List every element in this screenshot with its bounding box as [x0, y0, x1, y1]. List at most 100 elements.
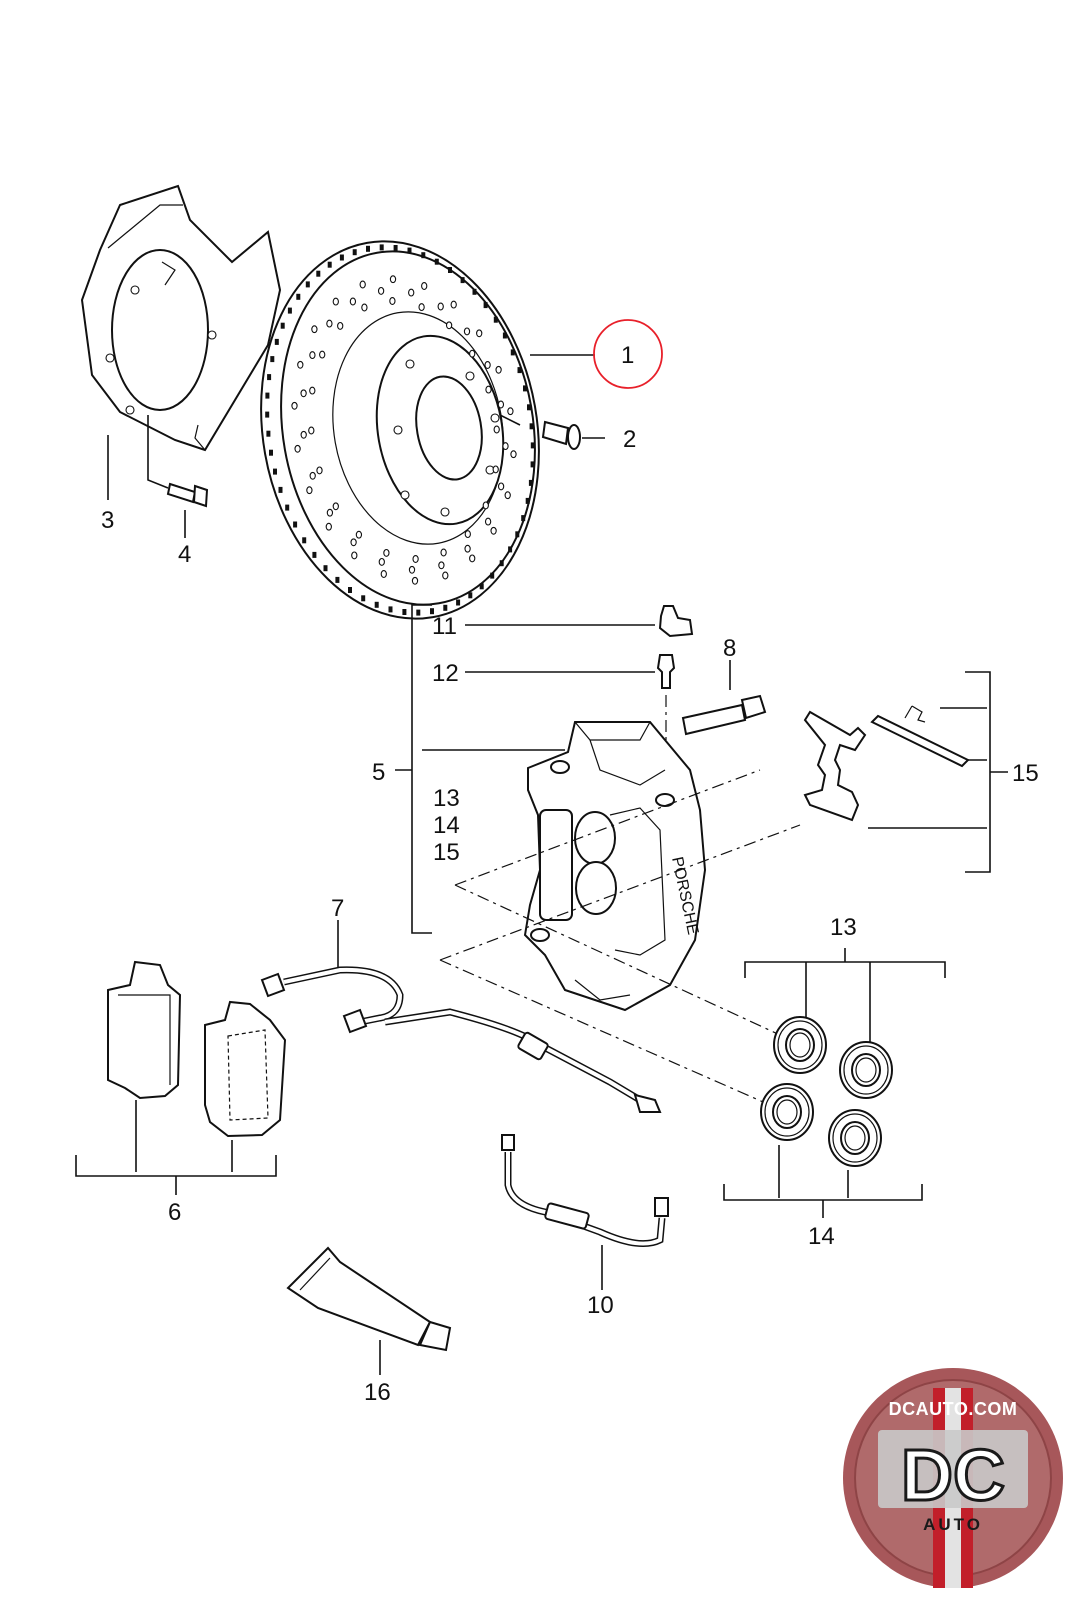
vent-slot: [468, 592, 473, 599]
drill-hole: [492, 465, 499, 474]
drill-hole: [476, 329, 483, 338]
drill-hole: [316, 466, 323, 475]
drill-hole: [484, 517, 492, 526]
piston-seal: [839, 1041, 893, 1099]
vent-slot: [339, 254, 344, 261]
part-11-bleeder-cap: [465, 605, 694, 638]
vent-slot: [508, 546, 513, 553]
piston-seal: [760, 1083, 814, 1141]
logo-dc-text: DC: [901, 1436, 1005, 1516]
callout-3: 3: [101, 507, 114, 534]
drill-hole: [332, 502, 339, 511]
vent-slot: [479, 583, 484, 590]
vent-slot: [287, 307, 292, 314]
vent-slot: [316, 270, 321, 277]
vent-slot: [430, 608, 434, 615]
vent-slot: [529, 423, 534, 430]
callout-8: 8: [723, 635, 736, 662]
drill-hole: [332, 297, 339, 306]
drill-hole: [421, 282, 428, 290]
drill-hole: [337, 321, 344, 330]
drill-hole: [355, 530, 363, 539]
drill-hole: [408, 565, 416, 574]
drill-hole: [504, 491, 511, 500]
part-12-bleeder-valve: [465, 654, 676, 750]
vent-slot: [265, 392, 270, 399]
vent-slot: [523, 385, 527, 392]
vent-slot: [305, 281, 310, 288]
part-10-brake-line: [501, 1134, 669, 1290]
vent-slot: [456, 599, 461, 606]
vent-slot: [361, 595, 366, 602]
drill-hole: [411, 576, 419, 585]
callout-1: 1: [621, 342, 634, 369]
drill-hole: [408, 288, 415, 297]
vent-slot: [527, 404, 531, 411]
callout-6: 6: [168, 1199, 181, 1226]
drill-hole: [325, 522, 332, 531]
drill-hole: [309, 351, 316, 360]
part-16-grease-tube: [286, 1246, 452, 1375]
vent-slot: [366, 245, 370, 252]
vent-slot: [460, 277, 465, 284]
drill-hole: [309, 386, 316, 395]
vent-slot: [448, 267, 452, 273]
drill-hole: [469, 554, 476, 563]
vent-slot: [327, 261, 332, 268]
vent-slot: [280, 322, 285, 329]
drill-hole: [361, 303, 368, 312]
part-7-wear-sensor: [260, 920, 662, 1113]
drill-hole: [351, 551, 358, 560]
part-2-screw: [499, 414, 605, 450]
drill-hole: [437, 302, 444, 311]
callout-15-caliper: 15: [433, 839, 460, 866]
callout-2: 2: [623, 426, 636, 453]
vent-slot: [285, 504, 290, 511]
callout-11: 11: [432, 613, 457, 640]
part-4-bolt: [107, 415, 209, 538]
vent-slot: [273, 468, 277, 475]
part-15-pad-hardware: [803, 671, 1008, 873]
drill-hole: [380, 570, 387, 578]
drill-hole: [326, 319, 333, 328]
vent-slot: [530, 442, 535, 449]
drill-hole: [306, 486, 313, 495]
drill-hole: [442, 571, 449, 580]
part-1-highlight-circle: [593, 319, 663, 389]
vent-slot: [293, 521, 298, 528]
drill-hole: [438, 561, 445, 570]
vent-slot: [528, 479, 533, 486]
vent-slot: [374, 601, 379, 608]
drill-hole: [485, 385, 492, 394]
part-1-brake-disc: [260, 240, 540, 620]
vent-slot: [407, 247, 412, 254]
vent-slot: [525, 497, 530, 504]
piston-seal: [773, 1016, 827, 1074]
drill-hole: [308, 426, 315, 435]
vent-slot: [335, 576, 340, 583]
drill-hole: [377, 286, 385, 295]
vent-slot: [502, 332, 507, 339]
vent-slot: [490, 572, 495, 579]
drill-hole: [300, 430, 307, 439]
vent-slot: [434, 258, 439, 265]
drill-hole: [383, 548, 390, 557]
vent-slot: [493, 316, 498, 323]
vent-slot: [278, 486, 283, 493]
drill-hole: [412, 555, 419, 563]
vent-slot: [510, 349, 515, 356]
logo-auto-text: AUTO: [923, 1515, 983, 1534]
part-6-brake-pads: [75, 960, 287, 1195]
drill-hole: [378, 557, 385, 566]
drill-hole: [349, 297, 357, 306]
vent-slot: [402, 609, 407, 615]
vent-slot: [323, 565, 328, 572]
piston-seal: [828, 1109, 882, 1167]
disc-drilled-holes: [291, 275, 517, 585]
callout-15: 15: [1012, 760, 1039, 787]
callout-7: 7: [331, 895, 344, 922]
vent-slot: [416, 609, 421, 616]
vent-slot: [472, 288, 477, 295]
vent-slot: [265, 411, 270, 418]
